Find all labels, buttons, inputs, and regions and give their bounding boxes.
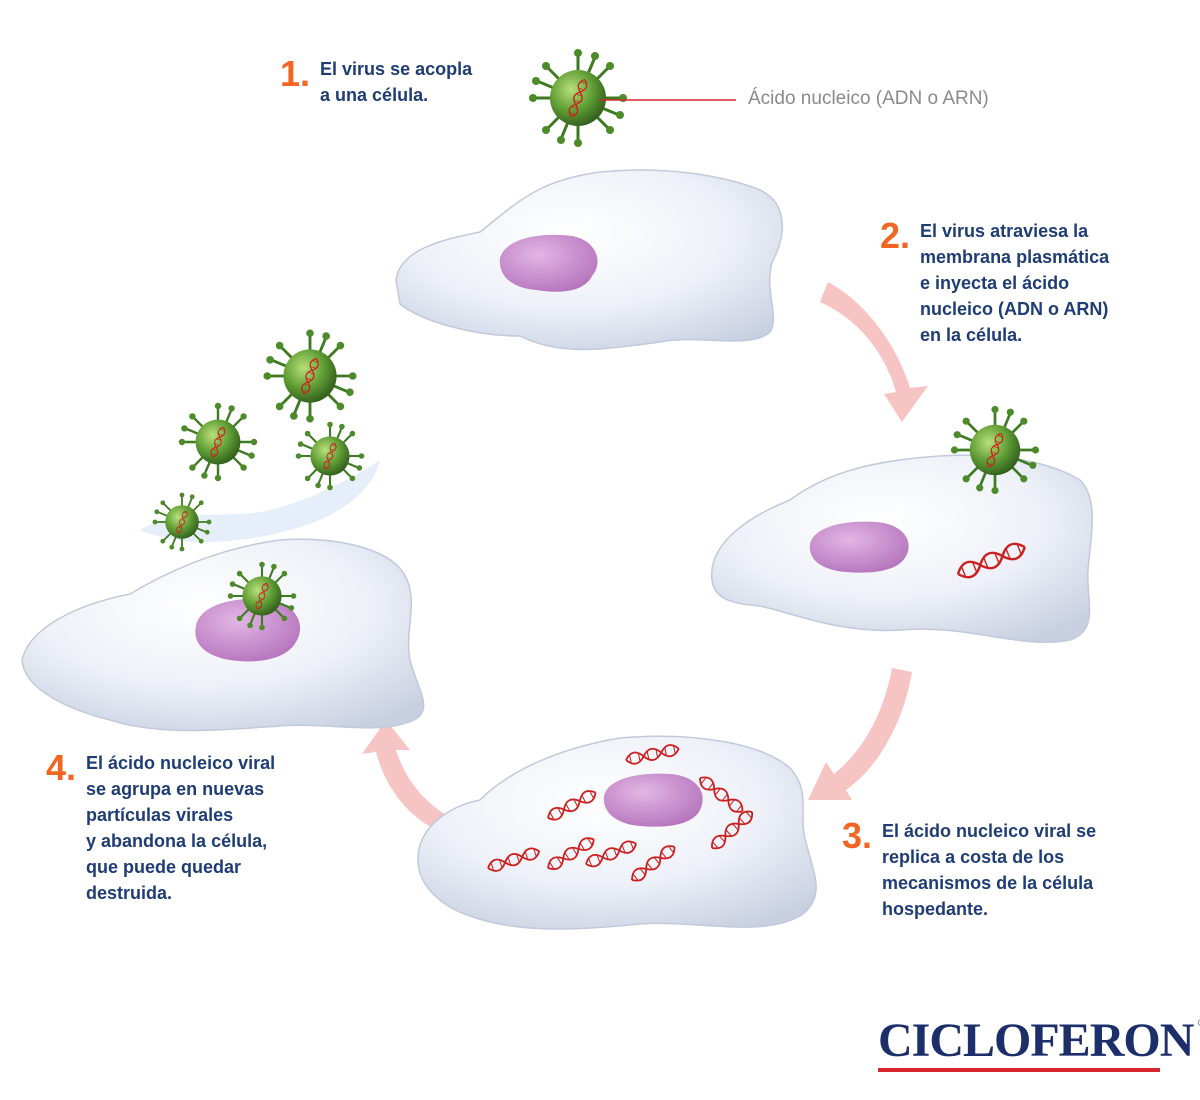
step-1-text: El virus se acopla a una célula. [320, 59, 473, 105]
nucleic-acid-label: Ácido nucleico (ADN o ARN) [748, 88, 989, 109]
virus-icon [951, 406, 1039, 494]
step-3-number: 3. [842, 815, 873, 856]
step-4: 4. El ácido nucleico viral se agrupa en … [46, 750, 275, 906]
nucleus-icon [499, 234, 598, 292]
nucleus-icon [603, 773, 703, 827]
step-3: 3. El ácido nucleico viral se replica a … [842, 818, 1096, 922]
cell-icon [417, 735, 817, 930]
cell-icon [395, 169, 783, 351]
step-3-text: El ácido nucleico viral se replica a cos… [882, 821, 1097, 919]
cell-icon [21, 460, 425, 732]
cycle-arrow-icon [362, 720, 452, 832]
registered-mark: ® [1198, 1018, 1200, 1029]
virus-icon [179, 403, 257, 481]
step-4-number: 4. [46, 747, 77, 788]
cicloferon-logo: CICLOFERON ® [878, 1014, 1200, 1072]
nucleus-icon [195, 599, 301, 662]
virus-icon [228, 562, 297, 631]
logo-text: CICLOFERON [878, 1014, 1194, 1067]
logo-underline [878, 1068, 1160, 1072]
virus-icon [296, 422, 365, 491]
cell-icon [710, 406, 1093, 644]
virus-icon [263, 329, 356, 422]
nucleus-icon [809, 521, 909, 573]
cycle-arrow-icon [820, 282, 928, 422]
step-2-text: El virus atraviesa la membrana plasmátic… [920, 221, 1110, 345]
step-2-number: 2. [880, 215, 911, 256]
step-1: 1. El virus se acopla a una célula. [280, 56, 472, 108]
step-2: 2. El virus atraviesa la membrana plasmá… [880, 218, 1109, 348]
virus-icon [153, 493, 212, 552]
virus-icon [529, 49, 627, 147]
step-1-number: 1. [280, 53, 311, 94]
cycle-arrow-icon [808, 668, 912, 800]
step-4-text: El ácido nucleico viral se agrupa en nue… [86, 753, 276, 903]
